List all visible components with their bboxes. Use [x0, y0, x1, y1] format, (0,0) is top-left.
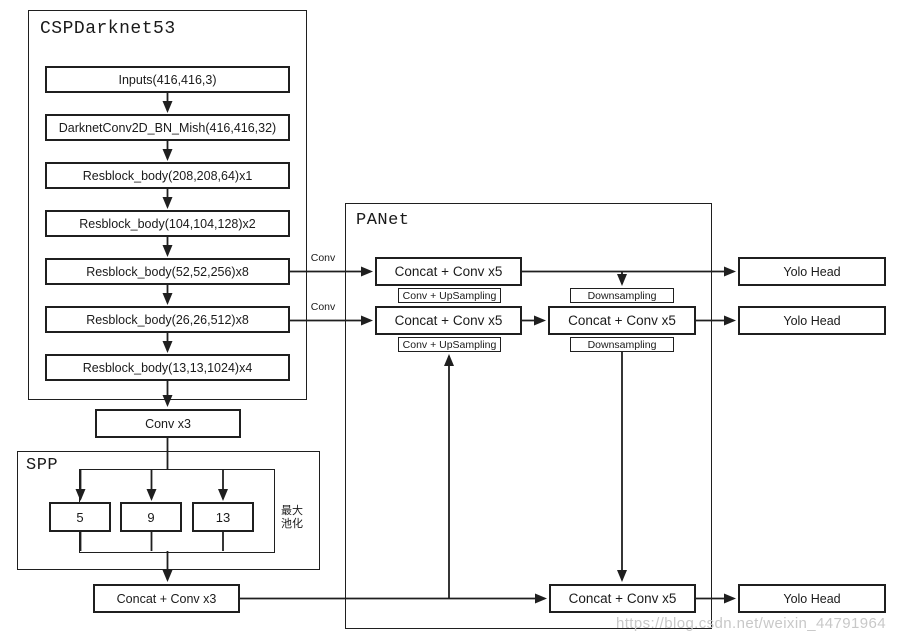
cspdarknet-title: CSPDarknet53 [40, 19, 176, 39]
branch-label-conv-1: Conv [310, 252, 336, 264]
panet-concat-conv5-mid: Concat + Conv x5 [375, 306, 522, 335]
block-resblock-104: Resblock_body(104,104,128)x2 [45, 210, 290, 237]
block-resblock-26: Resblock_body(26,26,512)x8 [45, 306, 290, 333]
branch-label-conv-2: Conv [310, 301, 336, 313]
panet-concat-conv5-top: Concat + Conv x5 [375, 257, 522, 286]
spp-title: SPP [26, 456, 59, 475]
panet-concat-conv5-right: Concat + Conv x5 [548, 306, 696, 335]
panet-concat-conv5-bottom: Concat + Conv x5 [549, 584, 696, 613]
panet-conv-upsampling-2: Conv + UpSampling [398, 337, 501, 352]
spp-group-box [17, 451, 320, 570]
yolo-head-2: Yolo Head [738, 306, 886, 335]
block-inputs: Inputs(416,416,3) [45, 66, 290, 93]
panet-group-box [345, 203, 712, 629]
spp-maxpool-note: 最大池化 [281, 505, 303, 531]
block-concat-conv-x3: Concat + Conv x3 [93, 584, 240, 613]
block-darknetconv2d-bn-mish: DarknetConv2D_BN_Mish(416,416,32) [45, 114, 290, 141]
spp-pool-9: 9 [120, 502, 182, 532]
panet-downsampling-2: Downsampling [570, 337, 674, 352]
panet-title: PANet [356, 211, 410, 230]
yolo-head-1: Yolo Head [738, 257, 886, 286]
yolo-head-3: Yolo Head [738, 584, 886, 613]
spp-pool-13: 13 [192, 502, 254, 532]
block-resblock-13: Resblock_body(13,13,1024)x4 [45, 354, 290, 381]
panet-downsampling-1: Downsampling [570, 288, 674, 303]
block-conv-x3: Conv x3 [95, 409, 241, 438]
block-resblock-208: Resblock_body(208,208,64)x1 [45, 162, 290, 189]
watermark-text: https://blog.csdn.net/weixin_44791964 [616, 615, 886, 632]
spp-pool-5: 5 [49, 502, 111, 532]
panet-conv-upsampling-1: Conv + UpSampling [398, 288, 501, 303]
block-resblock-52: Resblock_body(52,52,256)x8 [45, 258, 290, 285]
